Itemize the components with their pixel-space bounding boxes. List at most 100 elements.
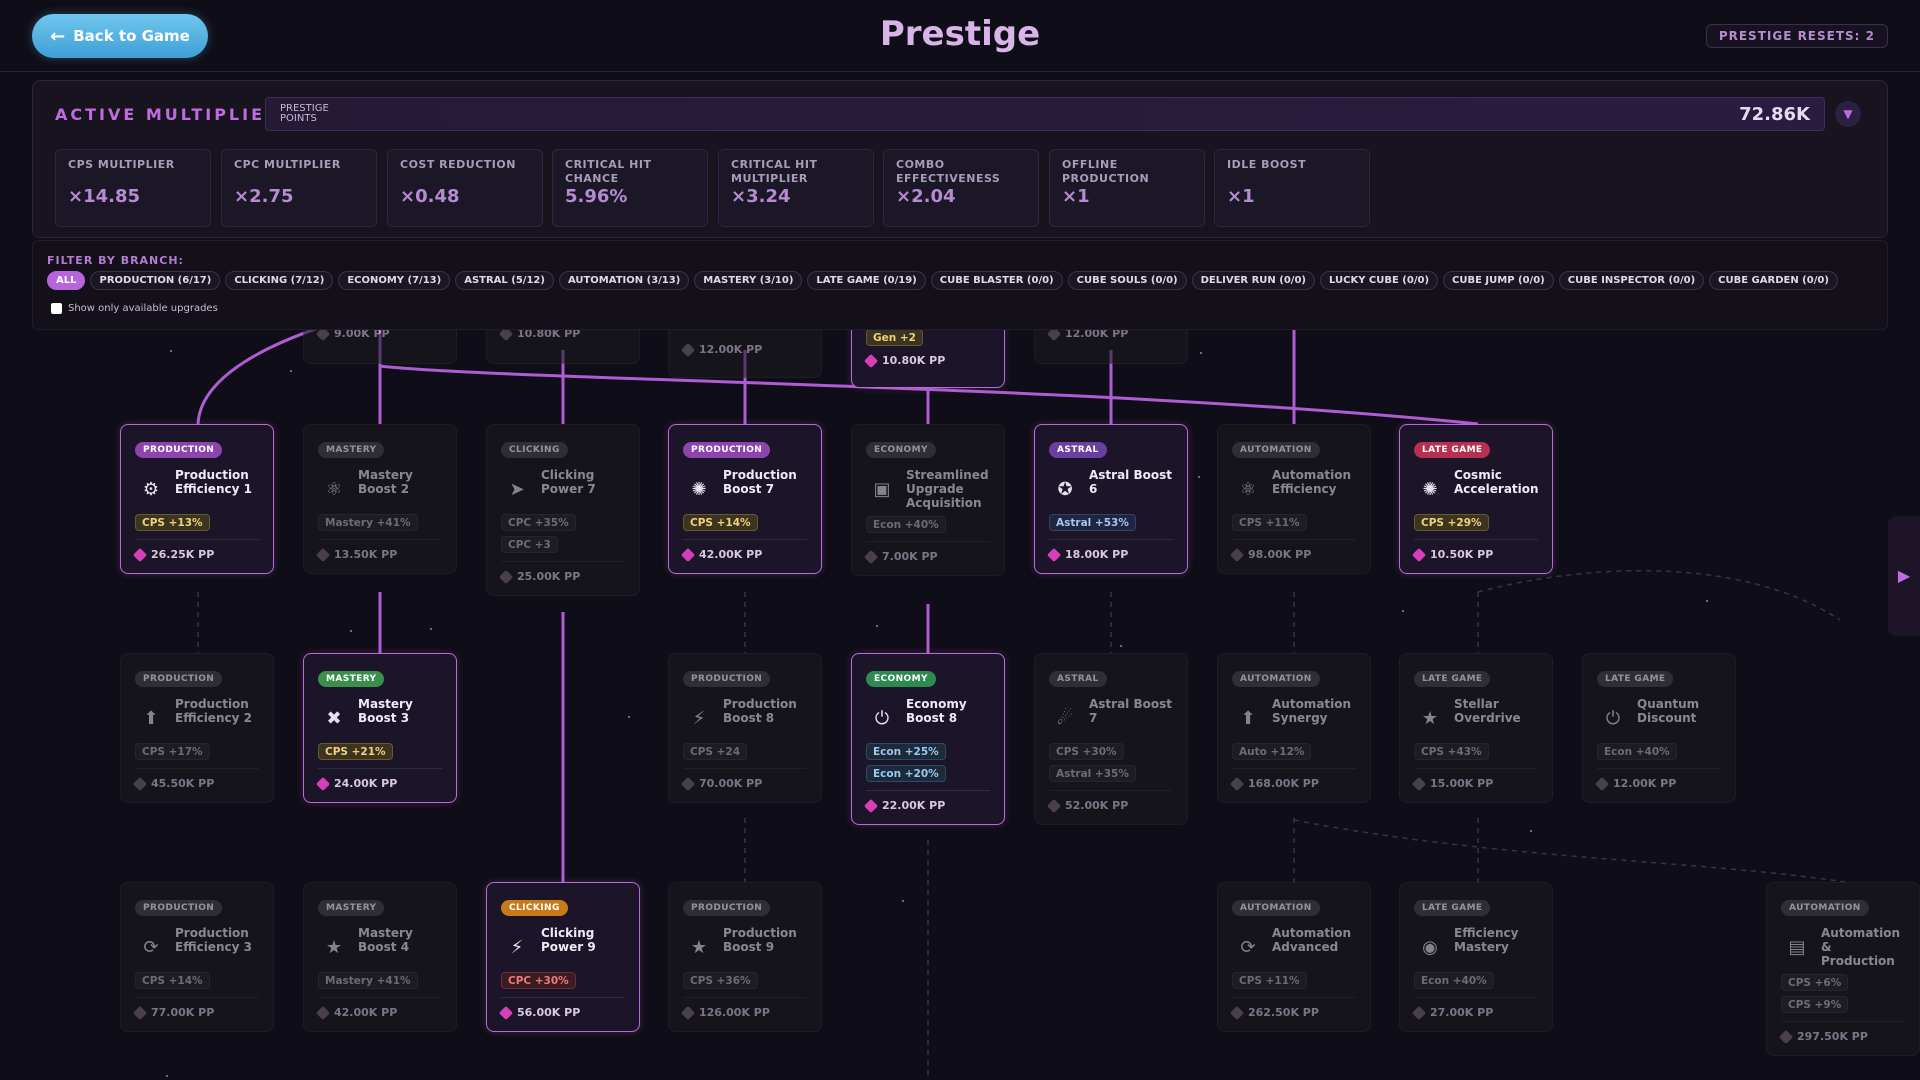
- branch-filter-chip[interactable]: LATE GAME (0/19): [807, 271, 926, 290]
- branch-filter-chip[interactable]: PRODUCTION (6/17): [90, 271, 221, 290]
- branch-badge: LATE GAME: [1597, 671, 1674, 687]
- gem-icon: [680, 776, 696, 791]
- branch-badge: PRODUCTION: [683, 671, 771, 687]
- upgrade-icon: ⚙: [142, 479, 160, 500]
- upgrade-cost: 26.25K PP: [132, 539, 259, 562]
- effect-tag: Econ +40%: [1597, 743, 1677, 760]
- branch-filter-chip[interactable]: ECONOMY (7/13): [338, 271, 451, 290]
- gem-icon: [315, 776, 331, 791]
- upgrade-cost: 56.00K PP: [498, 997, 625, 1020]
- cost-value: 42.00K PP: [334, 1006, 398, 1019]
- multiplier-value: ×1: [1227, 186, 1255, 207]
- page-title: Prestige: [879, 14, 1041, 54]
- side-panel-tab[interactable]: ▶: [1888, 516, 1920, 636]
- branch-filter-chip[interactable]: ALL: [47, 271, 86, 290]
- upgrade-cost: 15.00K PP: [1411, 768, 1538, 791]
- multiplier-label: IDLE BOOST: [1227, 158, 1307, 171]
- branch-filter-chip[interactable]: CUBE GARDEN (0/0): [1709, 271, 1838, 290]
- upgrade-icon: ★: [1421, 708, 1439, 729]
- effect-tag: CPS +14%: [135, 972, 210, 989]
- upgrade-icon: ⏻: [1605, 708, 1621, 729]
- branch-badge: PRODUCTION: [135, 900, 223, 916]
- back-to-game-button[interactable]: ← Back to Game: [32, 14, 208, 58]
- branch-filter-chip[interactable]: CUBE INSPECTOR (0/0): [1558, 271, 1705, 290]
- gem-icon: [1229, 776, 1245, 791]
- upgrade-icon: ▤: [1788, 937, 1806, 958]
- cost-value: 13.50K PP: [334, 548, 398, 561]
- gem-icon: [498, 569, 514, 584]
- upgrade-name: Efficiency Mastery: [1454, 926, 1519, 954]
- upgrade-icon: ✺: [691, 479, 707, 500]
- gem-icon: [1229, 547, 1245, 562]
- upgrade-cost: 13.50K PP: [315, 539, 442, 562]
- effect-tag: CPS +43%: [1414, 743, 1489, 760]
- branch-badge: ASTRAL: [1049, 671, 1107, 687]
- cost-value: 42.00K PP: [699, 548, 763, 561]
- available-only-checkbox[interactable]: [51, 303, 62, 314]
- upgrade-name: Production Efficiency 2: [175, 697, 252, 725]
- branch-filter-chip[interactable]: ASTRAL (5/12): [455, 271, 554, 290]
- upgrade-name: Astral Boost 6: [1089, 468, 1172, 496]
- branch-filter-chip[interactable]: DELIVER RUN (0/0): [1191, 271, 1315, 290]
- multiplier-value: ×2.75: [234, 186, 294, 207]
- effect-tag: Auto +12%: [1232, 743, 1312, 760]
- gem-icon: [1411, 776, 1427, 791]
- branch-filter-chip[interactable]: AUTOMATION (3/13): [558, 271, 690, 290]
- branch-filter-chip[interactable]: CLICKING (7/12): [225, 271, 334, 290]
- branch-badge: AUTOMATION: [1781, 900, 1869, 916]
- multiplier-value: ×0.48: [400, 186, 460, 207]
- multiplier-label: OFFLINE PRODUCTION: [1062, 158, 1150, 185]
- upgrade-cost: 77.00K PP: [132, 997, 259, 1020]
- chevron-down-icon: ▼: [1843, 107, 1853, 121]
- cost-value: 52.00K PP: [1065, 799, 1129, 812]
- upgrade-icon: ☄: [1056, 708, 1074, 729]
- upgrade-cost: 262.50K PP: [1229, 997, 1356, 1020]
- branch-badge: ECONOMY: [866, 442, 936, 458]
- branch-filter-chip[interactable]: CUBE SOULS (0/0): [1067, 271, 1187, 290]
- available-only-toggle[interactable]: Show only available upgrades: [51, 303, 218, 314]
- upgrade-name: Automation Advanced: [1272, 926, 1352, 954]
- branch-badge: LATE GAME: [1414, 900, 1491, 916]
- branch-filter-chip[interactable]: MASTERY (3/10): [694, 271, 803, 290]
- upgrade-cost: 297.50K PP: [1778, 1021, 1905, 1044]
- upgrade-cost: 18.00K PP: [1046, 539, 1173, 562]
- branch-filter-chip[interactable]: LUCKY CUBE (0/0): [1319, 271, 1439, 290]
- effect-tag: CPS +30%: [1049, 743, 1124, 760]
- branch-filter-chip[interactable]: CUBE BLASTER (0/0): [930, 271, 1063, 290]
- branch-badge: ECONOMY: [866, 671, 936, 687]
- upgrade-cost: 22.00K PP: [863, 790, 990, 813]
- upgrade-name: Automation & Production: [1821, 926, 1901, 968]
- prestige-points-label: PRESTIGE POINTS: [280, 103, 329, 124]
- upgrade-icon: ⚡: [510, 937, 524, 958]
- gem-icon: [132, 776, 148, 791]
- collapse-toggle-button[interactable]: ▼: [1835, 101, 1861, 127]
- branch-filter-chip[interactable]: CUBE JUMP (0/0): [1443, 271, 1554, 290]
- prestige-resets-badge: PRESTIGE RESETS: 2: [1705, 24, 1888, 48]
